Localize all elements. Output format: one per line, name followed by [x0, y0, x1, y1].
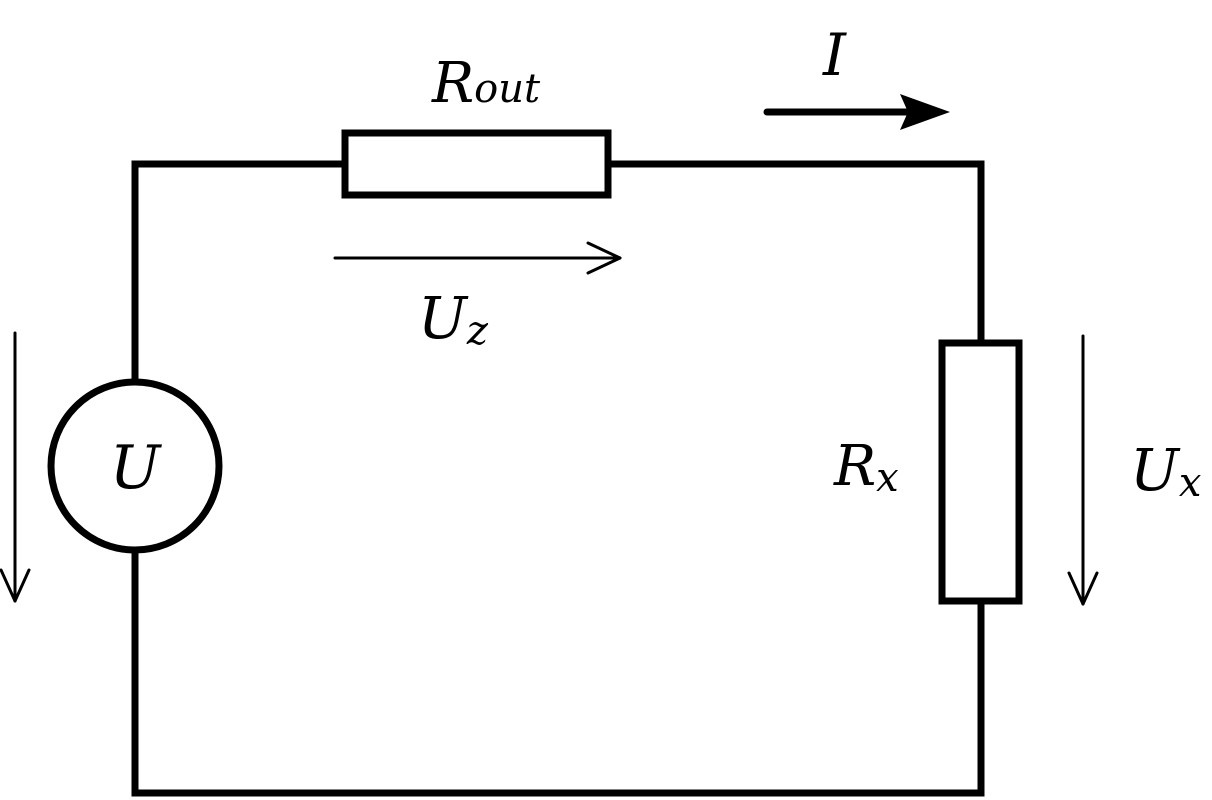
voltage-source: [47, 378, 223, 554]
series-resistor-label-sub: out: [474, 66, 541, 112]
load-resistor-label: Rx: [833, 434, 899, 501]
series-voltage-label: Uz: [418, 284, 489, 354]
series-resistor-label: Rout: [431, 51, 541, 116]
load-voltage-label-sub: x: [1179, 460, 1202, 506]
wire-top-left: [131, 160, 349, 387]
load-resistor: [938, 339, 1023, 605]
load-resistor-label-sub: x: [876, 455, 899, 501]
series-voltage-arrow-head: [586, 241, 622, 275]
current-arrow: [763, 94, 950, 130]
series-voltage-label-main: U: [418, 284, 469, 352]
current-label: I: [822, 21, 847, 89]
source-voltage-arrow-head: [0, 568, 31, 603]
source-label: U: [110, 433, 163, 503]
load-voltage-arrow-head: [1067, 571, 1099, 606]
series-resistor-label-main: R: [431, 51, 474, 116]
wire-bottom: [131, 551, 985, 797]
load-resistor-label-main: R: [833, 434, 876, 499]
series-resistor: [341, 129, 612, 199]
load-voltage-label: Ux: [1130, 436, 1201, 506]
series-voltage-label-sub: z: [466, 308, 489, 354]
load-voltage-label-main: U: [1130, 436, 1181, 504]
